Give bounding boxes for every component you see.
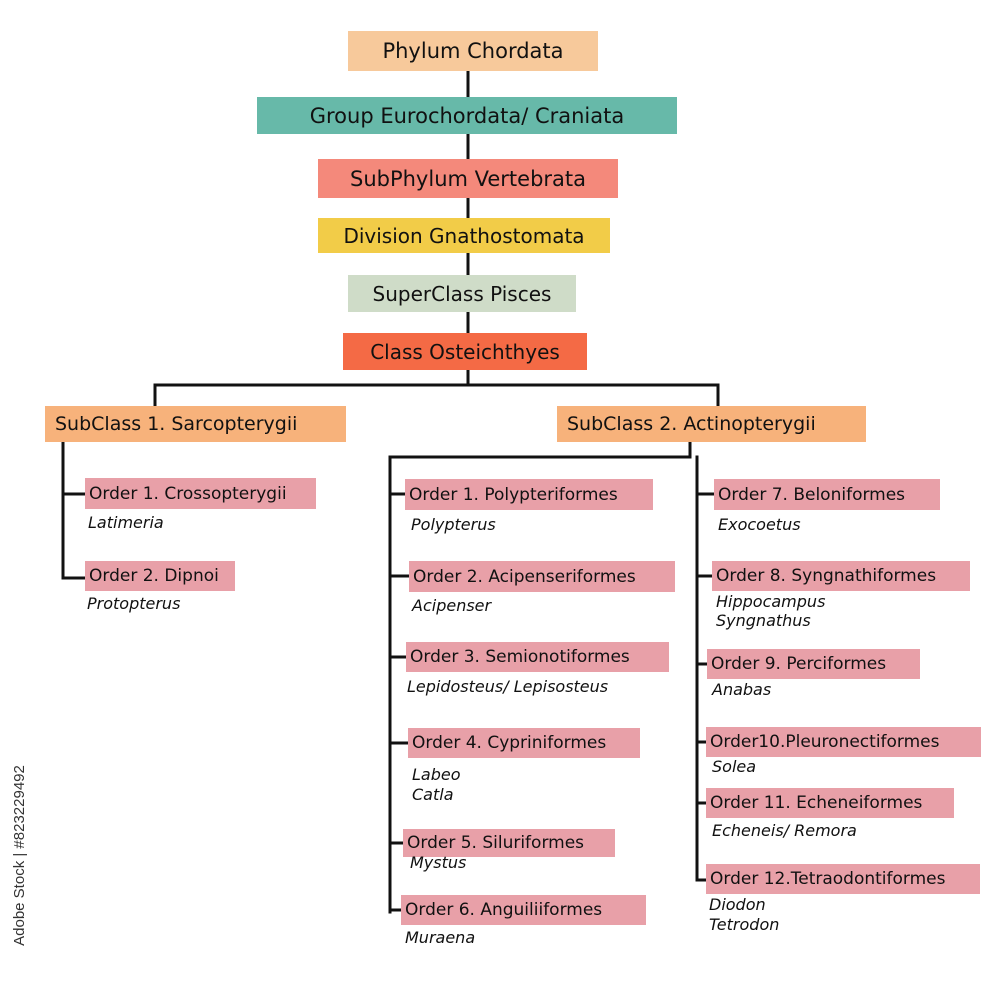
order-semionotiformes: Order 3. Semionotiformes: [406, 642, 669, 672]
order-anguiliiformes: Order 6. Anguiliiformes: [401, 895, 646, 925]
example-hippocampus: Hippocampus: [716, 592, 826, 611]
order-tetraodontiformes: Order 12.Tetraodontiformes: [706, 864, 980, 894]
order-label: Order 12.Tetraodontiformes: [710, 869, 946, 889]
example-labeo: Labeo: [412, 765, 461, 784]
group-box: Group Eurochordata/ Craniata: [257, 97, 677, 134]
example-syngnathus: Syngnathus: [716, 611, 811, 630]
subphylum-box: SubPhylum Vertebrata: [318, 159, 618, 198]
order-label: Order 1. Crossopterygii: [89, 483, 287, 504]
order-polypteriformes: Order 1. Polypteriformes: [405, 479, 653, 510]
order-label: Order 2. Dipnoi: [89, 566, 219, 586]
subphylum-label: SubPhylum Vertebrata: [349, 166, 587, 191]
division-label: Division Gnathostomata: [343, 223, 585, 248]
order-label: Order 2. Acipenseriformes: [413, 566, 636, 587]
order-siluriformes: Order 5. Siluriformes: [403, 829, 615, 857]
stock-watermark: Adobe Stock | #823229492: [6, 740, 32, 970]
watermark-text: Adobe Stock | #823229492: [10, 764, 28, 946]
division-box: Division Gnathostomata: [318, 218, 610, 253]
example-echeneis: Echeneis/ Remora: [712, 821, 857, 840]
class-label: Class Osteichthyes: [370, 339, 560, 364]
order-acipenseriformes: Order 2. Acipenseriformes: [409, 561, 675, 592]
example-mystus: Mystus: [410, 853, 467, 872]
order-cypriniformes: Order 4. Cypriniformes: [408, 728, 640, 758]
superclass-box: SuperClass Pisces: [348, 275, 576, 312]
subclass-sarcopterygii-label: SubClass 1. Sarcopterygii: [55, 413, 298, 435]
order-crossopterygii: Order 1. Crossopterygii: [85, 478, 316, 509]
order-syngnathiformes: Order 8. Syngnathiformes: [712, 561, 970, 591]
example-exocoetus: Exocoetus: [718, 515, 801, 534]
example-lepidosteus: Lepidosteus/ Lepisosteus: [407, 677, 609, 696]
example-anabas: Anabas: [712, 680, 772, 699]
example-diodon: Diodon: [709, 895, 766, 914]
example-catla: Catla: [412, 785, 454, 804]
example-protopterus: Protopterus: [87, 594, 181, 613]
order-label: Order 11. Echeneiformes: [710, 793, 923, 813]
order-label: Order 1. Polypteriformes: [409, 484, 618, 505]
example-polypterus: Polypterus: [411, 515, 496, 534]
order-echeneiformes: Order 11. Echeneiformes: [706, 788, 954, 818]
order-label: Order 6. Anguiliiformes: [405, 900, 603, 920]
subclass-actinopterygii-label: SubClass 2. Actinopterygii: [567, 413, 816, 435]
order-dipnoi: Order 2. Dipnoi: [85, 561, 235, 591]
example-tetrodon: Tetrodon: [709, 915, 780, 934]
superclass-label: SuperClass Pisces: [372, 281, 552, 306]
subclass-sarcopterygii-box: SubClass 1. Sarcopterygii: [45, 406, 346, 442]
order-label: Order 3. Semionotiformes: [410, 647, 630, 667]
order-perciformes: Order 9. Perciformes: [707, 649, 920, 679]
order-label: Order 8. Syngnathiformes: [716, 566, 937, 586]
class-box: Class Osteichthyes: [343, 333, 587, 370]
order-label: Order 4. Cypriniformes: [412, 733, 607, 753]
order-label: Order10.Pleuronectiformes: [710, 732, 940, 752]
order-label: Order 7. Beloniformes: [718, 484, 906, 505]
example-latimeria: Latimeria: [88, 513, 164, 532]
phylum-box: Phylum Chordata: [348, 31, 598, 71]
order-label: Order 5. Siluriformes: [407, 833, 585, 853]
order-beloniformes: Order 7. Beloniformes: [714, 479, 940, 510]
example-solea: Solea: [712, 757, 757, 776]
subclass-actinopterygii-box: SubClass 2. Actinopterygii: [557, 406, 866, 442]
example-acipenser: Acipenser: [412, 596, 492, 615]
example-muraena: Muraena: [405, 928, 476, 947]
order-label: Order 9. Perciformes: [711, 654, 887, 674]
phylum-label: Phylum Chordata: [382, 39, 564, 63]
order-pleuronectiformes: Order10.Pleuronectiformes: [706, 727, 981, 757]
group-label: Group Eurochordata/ Craniata: [309, 103, 625, 128]
